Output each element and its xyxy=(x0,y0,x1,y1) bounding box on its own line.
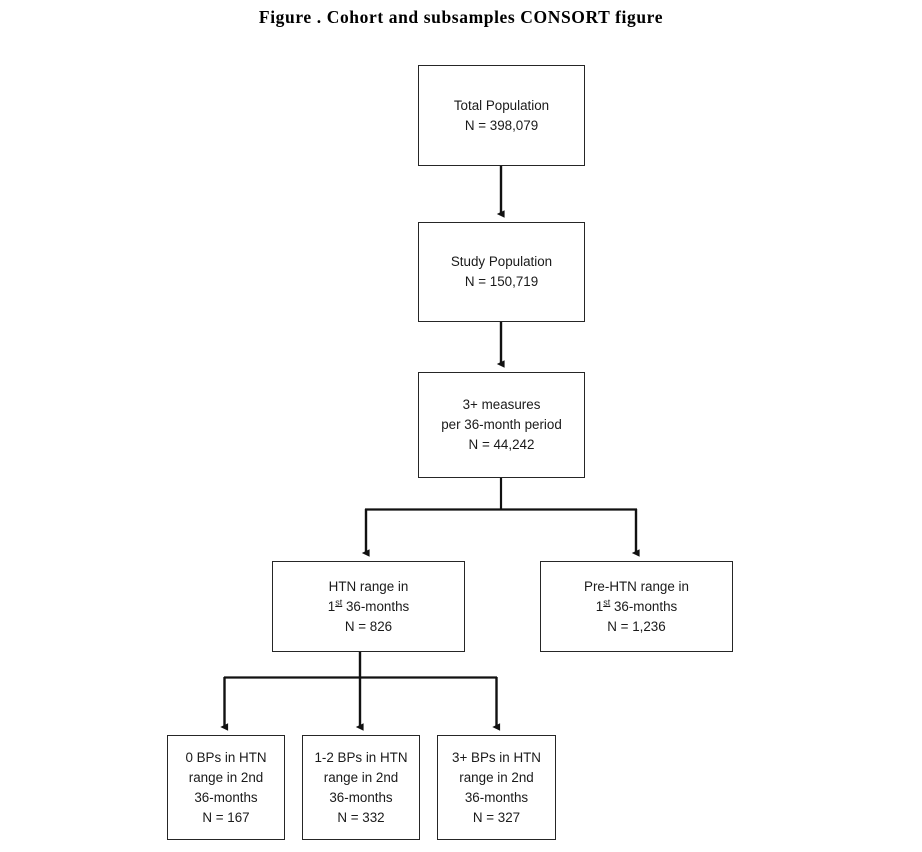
node-htn-range-first-line2-suffix: 36-months xyxy=(342,598,410,614)
node-pre-htn-range-first-line2-prefix: 1 xyxy=(595,598,604,614)
node-pre-htn-range-first-line1: Pre-HTN range in xyxy=(584,578,689,594)
node-one-two-bps-text: 1-2 BPs in HTN range in 2nd 36-months N … xyxy=(314,749,408,825)
node-pre-htn-range-first-text: Pre-HTN range in 1st 36-months N = 1,236 xyxy=(580,577,693,637)
node-htn-range-first-ordinal-suffix: st xyxy=(335,597,343,608)
node-three-plus-bps-text: 3+ BPs in HTN range in 2nd 36-months N =… xyxy=(452,749,541,825)
node-study-population: Study Population N = 150,719 xyxy=(418,222,585,322)
node-one-two-bps: 1-2 BPs in HTN range in 2nd 36-months N … xyxy=(302,735,420,840)
node-htn-range-first: HTN range in 1st 36-months N = 826 xyxy=(272,561,465,652)
node-pre-htn-range-first: Pre-HTN range in 1st 36-months N = 1,236 xyxy=(540,561,733,652)
node-study-population-text: Study Population N = 150,719 xyxy=(450,254,553,289)
node-zero-bps-text: 0 BPs in HTN range in 2nd 36-months N = … xyxy=(185,749,267,825)
node-htn-range-first-line2-prefix: 1 xyxy=(327,598,336,614)
figure-title: Figure . Cohort and subsamples CONSORT f… xyxy=(258,7,664,27)
node-pre-htn-range-first-ordinal-suffix: st xyxy=(603,597,611,608)
node-htn-range-first-line1: HTN range in xyxy=(328,578,409,594)
node-zero-bps: 0 BPs in HTN range in 2nd 36-months N = … xyxy=(167,735,285,840)
edge-htn-to-bps-branches xyxy=(220,652,501,731)
node-htn-range-first-text: HTN range in 1st 36-months N = 826 xyxy=(324,577,413,637)
node-pre-htn-range-first-count: N = 1,236 xyxy=(607,618,666,634)
node-total-population-text: Total Population N = 398,079 xyxy=(453,97,550,133)
node-three-plus-bps: 3+ BPs in HTN range in 2nd 36-months N =… xyxy=(437,735,556,840)
edge-measures-to-htn-branches xyxy=(361,478,640,557)
node-htn-range-first-count: N = 826 xyxy=(344,618,393,634)
node-three-plus-measures: 3+ measures per 36-month period N = 44,2… xyxy=(418,372,585,478)
node-pre-htn-range-first-line2-suffix: 36-months xyxy=(610,598,678,614)
node-three-plus-measures-text: 3+ measures per 36-month period N = 44,2… xyxy=(441,397,562,452)
node-total-population: Total Population N = 398,079 xyxy=(418,65,585,166)
